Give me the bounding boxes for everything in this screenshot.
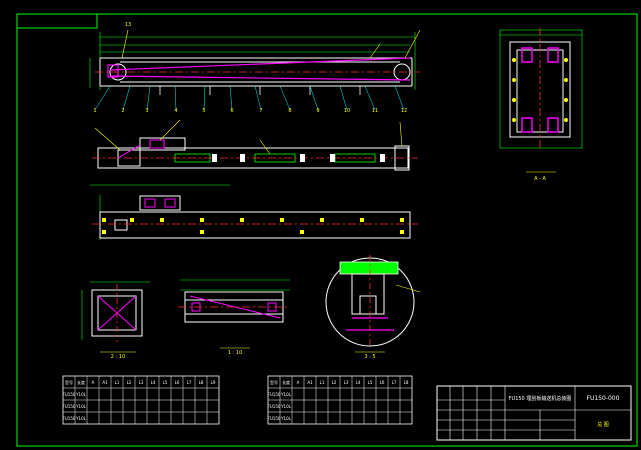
part-balloon: 7 <box>259 108 262 114</box>
part-balloon: 4 <box>174 108 177 114</box>
title-block-sheet-label: 总 图 <box>597 421 609 428</box>
side-view <box>89 29 421 111</box>
end-view-scale-label: A - A <box>534 176 546 182</box>
section-left-scale-label: 2 : 10 <box>111 354 125 360</box>
table-header-cell: L9 <box>211 380 216 385</box>
table-header-cell: L7 <box>392 380 397 385</box>
table-header-cell: 型号 <box>270 379 278 385</box>
table-cell: Y10L <box>75 392 87 397</box>
table-header-cell: L6 <box>380 380 385 385</box>
table-header-cell: 长度 <box>77 379 85 385</box>
table-cell: Y10L <box>280 416 292 421</box>
drive-view <box>92 119 418 171</box>
table-header-cell: A1 <box>102 380 108 385</box>
table-header-cell: L3 <box>139 380 144 385</box>
title-block-drawing-number: FU150-000 <box>587 395 620 402</box>
table-header-cell: L6 <box>175 380 180 385</box>
table-header-cell: L4 <box>356 380 361 385</box>
table-header-cell: L8 <box>199 380 204 385</box>
table-cell: Y10L <box>280 404 292 409</box>
detail-scale-label: 3 : 5 <box>364 354 375 360</box>
table-cell: FU150 <box>268 416 281 421</box>
table-cell: FU150 <box>63 404 76 409</box>
table-header-cell: L7 <box>187 380 192 385</box>
section-left <box>81 281 150 353</box>
plan-view <box>90 184 418 240</box>
part-balloon: 12 <box>401 108 407 114</box>
section-mid-scale-label: 1 : 10 <box>228 350 242 356</box>
detail-view <box>325 255 421 353</box>
part-balloon: 1 <box>93 108 96 114</box>
table-header-cell: L2 <box>127 380 132 385</box>
table-header-cell: 型号 <box>65 379 73 385</box>
table-cell: FU150 <box>268 404 281 409</box>
part-balloon: 10 <box>344 108 350 114</box>
table-header-cell: L5 <box>368 380 373 385</box>
table-cell: Y10L <box>280 392 292 397</box>
table-header-cell: L8 <box>404 380 409 385</box>
frame-corner-tag <box>16 13 98 29</box>
table-header-cell: A <box>297 380 300 385</box>
table-header-cell: A <box>92 380 95 385</box>
table-cell: FU150 <box>63 392 76 397</box>
table-header-cell: L1 <box>320 380 325 385</box>
section-mid <box>178 279 290 349</box>
part-balloon: 11 <box>372 108 378 114</box>
table-cell: Y10L <box>75 416 87 421</box>
drawing-frame <box>16 13 638 447</box>
title-block <box>436 385 632 441</box>
part-balloon: 9 <box>316 108 319 114</box>
part-balloon: 5 <box>202 108 205 114</box>
table-cell: FU150 <box>268 392 281 397</box>
part-balloon: 2 <box>121 108 124 114</box>
part-balloon: 13 <box>125 22 131 28</box>
table-header-cell: L5 <box>163 380 168 385</box>
table-header-cell: 长度 <box>282 379 290 385</box>
table-cell: FU150 <box>63 416 76 421</box>
table-header-cell: L1 <box>115 380 120 385</box>
title-block-drawing-title: FU150 埋刮板输送机总装图 <box>509 395 572 402</box>
part-balloon: 8 <box>288 108 291 114</box>
table-header-cell: L2 <box>332 380 337 385</box>
table-header-cell: L4 <box>151 380 156 385</box>
table-cell: Y10L <box>75 404 87 409</box>
end-view <box>499 28 583 173</box>
part-balloon: 3 <box>145 108 148 114</box>
part-balloon: 6 <box>230 108 233 114</box>
table-header-cell: A1 <box>307 380 313 385</box>
table-header-cell: L3 <box>344 380 349 385</box>
